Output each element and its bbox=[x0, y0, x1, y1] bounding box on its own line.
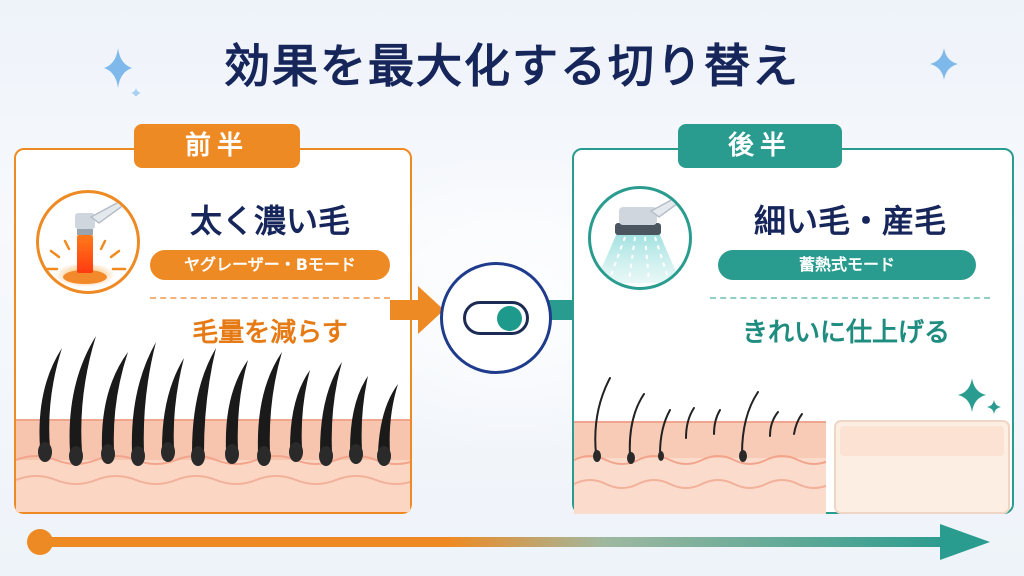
second-half-tab: 後半 bbox=[678, 124, 842, 168]
second-half-divider bbox=[710, 297, 990, 299]
first-half-tab: 前半 bbox=[134, 124, 300, 168]
sparkle-icon-right bbox=[930, 48, 958, 80]
fine-hair-skin-illustration bbox=[574, 377, 826, 514]
toggle-switch-icon bbox=[440, 262, 552, 374]
first-half-divider bbox=[150, 297, 390, 299]
sparkle-icon-left bbox=[104, 48, 141, 96]
page-title: 効果を最大化する切り替え bbox=[224, 39, 800, 93]
heat-storage-handpiece-icon bbox=[588, 186, 692, 290]
sparkle-icon-panel bbox=[958, 378, 1001, 414]
first-half-effect: 毛量を減らす bbox=[192, 318, 348, 348]
progress-arrow-icon bbox=[27, 524, 990, 560]
first-half-mode-badge: ヤグレーザー・Bモード bbox=[150, 250, 390, 280]
laser-handpiece-icon bbox=[36, 190, 140, 294]
second-half-heading: 細い毛・産毛 bbox=[753, 202, 946, 240]
first-half-heading: 太く濃い毛 bbox=[189, 202, 350, 240]
smooth-skin-illustration bbox=[834, 420, 1010, 514]
switch-knob bbox=[497, 306, 522, 331]
orange-arrow-icon bbox=[390, 286, 444, 334]
thick-hair-skin-illustration bbox=[16, 336, 410, 512]
second-half-effect: きれいに仕上げる bbox=[741, 318, 950, 348]
second-half-mode-badge: 蓄熱式モード bbox=[718, 250, 976, 280]
switch-track bbox=[463, 301, 529, 335]
